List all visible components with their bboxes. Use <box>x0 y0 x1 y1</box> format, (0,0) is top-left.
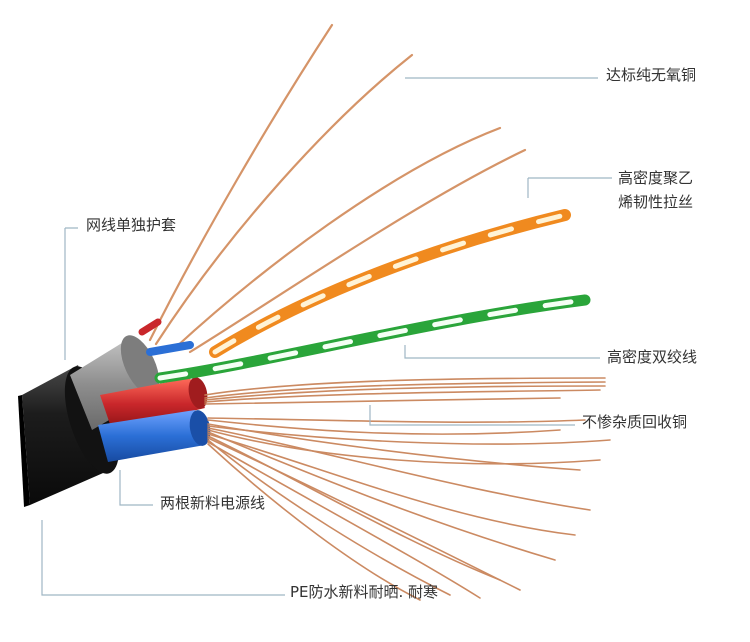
power-cores <box>98 377 211 462</box>
label-twisted-pairs: 高密度双绞线 <box>607 348 698 366</box>
label-copper: 达标纯无氧铜 <box>606 66 697 84</box>
label-shield: 不惨杂质回收铜 <box>582 413 688 431</box>
leader-lines <box>41 77 612 596</box>
copper-wires <box>148 23 527 354</box>
label-outer-jacket: PE防水新料耐晒. 耐寒 <box>290 583 439 601</box>
label-ripcord-line1: 高密度聚乙 <box>618 169 694 187</box>
label-ripcord-line2: 烯韧性拉丝 <box>618 193 694 211</box>
copper-strands <box>204 377 611 601</box>
green-twisted-pair <box>154 294 591 384</box>
label-inner-jacket: 网线单独护套 <box>86 216 177 234</box>
orange-twisted-pair <box>209 209 571 358</box>
pair-tips <box>138 318 194 356</box>
label-power: 两根新料电源线 <box>160 494 266 512</box>
label-ripcord: 高密度聚乙 烯韧性拉丝 <box>618 166 693 214</box>
inner-jacket <box>70 335 160 430</box>
